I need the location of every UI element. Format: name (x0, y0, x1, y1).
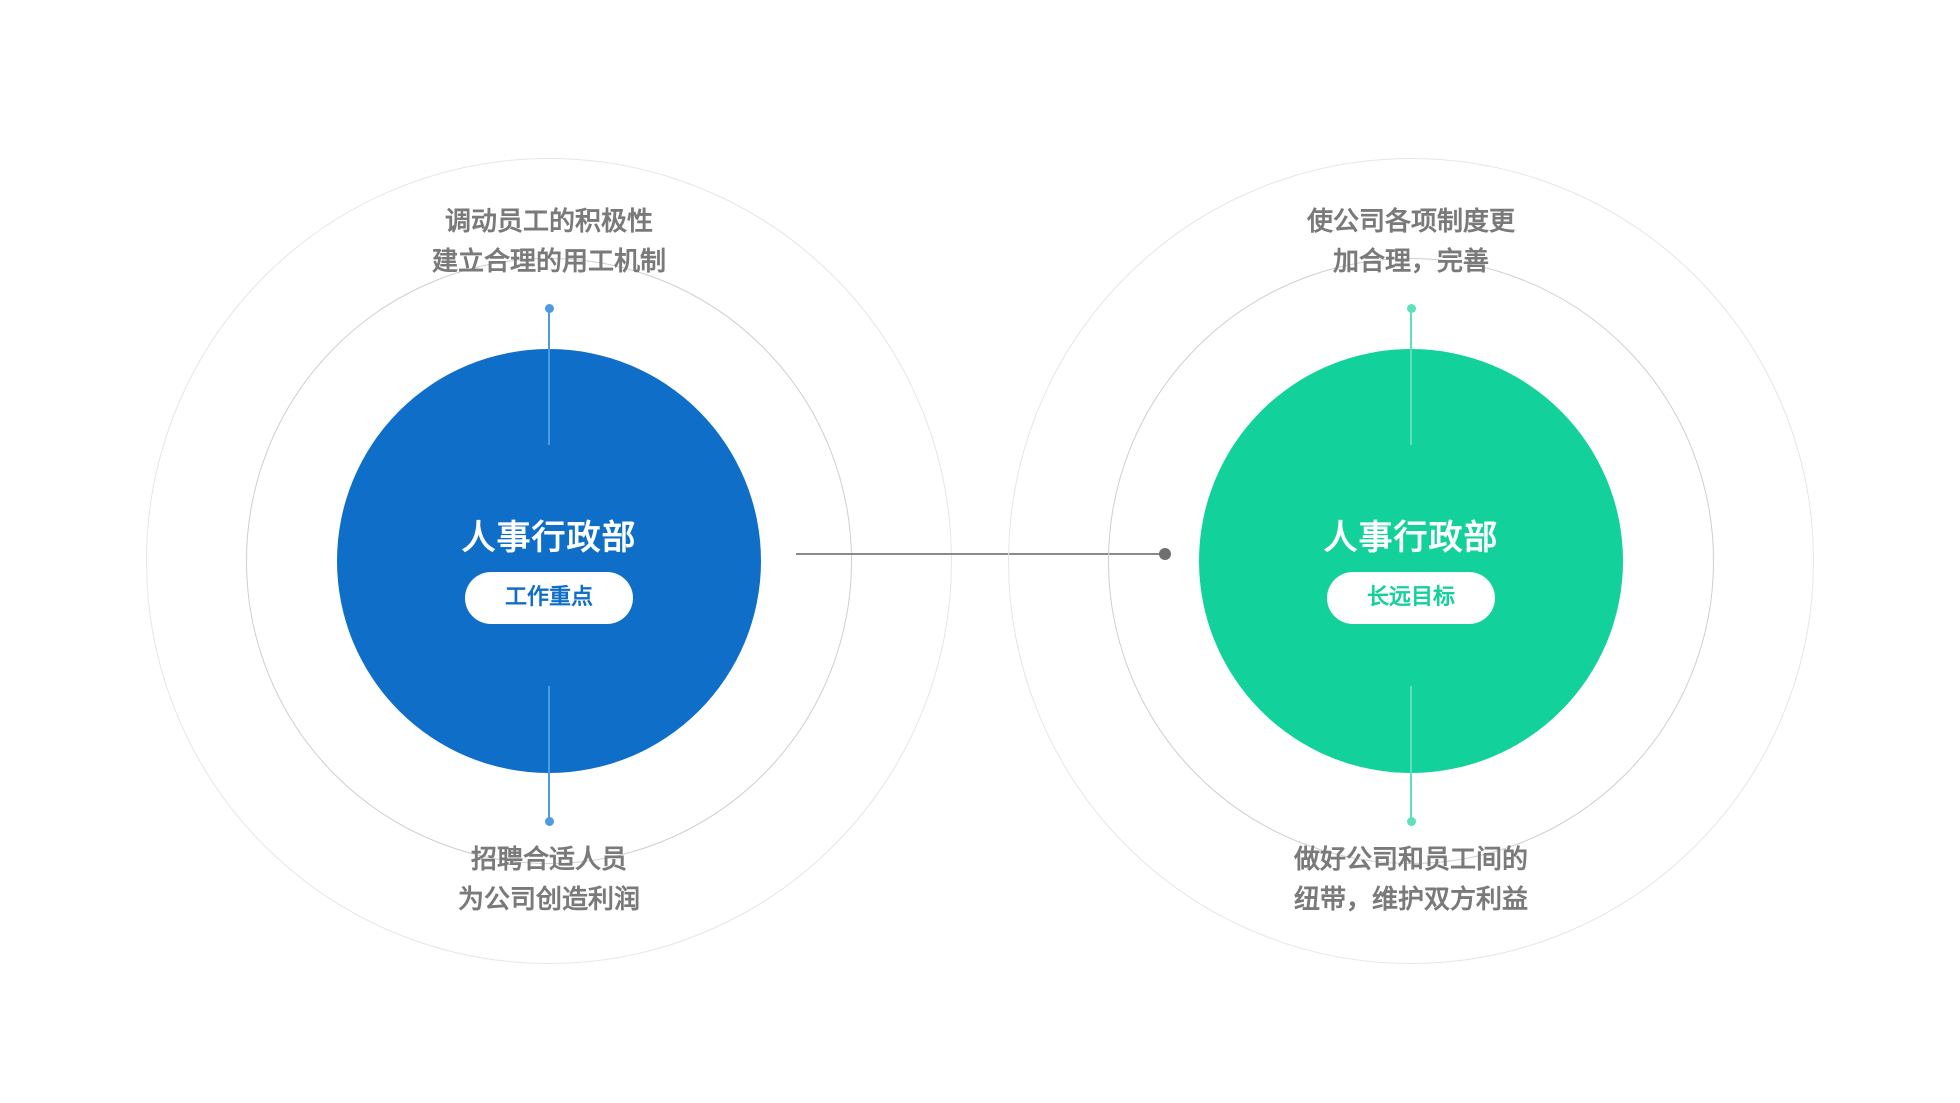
right-inner-ring (1108, 258, 1714, 864)
right-badge: 长远目标 (1327, 572, 1495, 624)
left-bottom-note: 招聘合适人员 为公司创造利润 (369, 840, 729, 920)
left-top-note: 调动员工的积极性 建立合理的用工机制 (369, 202, 729, 282)
right-bottom-connector-line (1410, 686, 1412, 821)
right-bottom-note: 做好公司和员工间的 纽带，维护双方利益 (1231, 840, 1591, 920)
right-top-connector-line (1410, 308, 1412, 445)
left-badge: 工作重点 (465, 572, 633, 624)
left-bottom-connector-line (548, 686, 550, 821)
left-bottom-connector-dot (545, 817, 554, 826)
right-bottom-note-line-1: 做好公司和员工间的 (1293, 845, 1528, 875)
right-outer-ring (1008, 158, 1814, 964)
right-bottom-connector-dot (1407, 817, 1416, 826)
left-top-connector-dot (545, 304, 554, 313)
right-bottom-note-line-2: 纽带，维护双方利益 (1293, 885, 1528, 915)
left-bottom-note-line-2: 为公司创造利润 (457, 885, 640, 915)
left-top-note-line-2: 建立合理的用工机制 (431, 247, 666, 277)
right-top-note-line-2: 加合理，完善 (1332, 247, 1489, 277)
right-top-note-line-1: 使公司各项制度更 (1306, 207, 1515, 237)
right-top-connector-dot (1407, 304, 1416, 313)
right-core-title: 人事行政部 (1323, 518, 1499, 558)
left-inner-ring (246, 258, 852, 864)
left-top-connector-line (548, 308, 550, 445)
left-bottom-note-line-1: 招聘合适人员 (470, 845, 627, 875)
right-top-note: 使公司各项制度更 加合理，完善 (1231, 202, 1591, 282)
center-connector-line (796, 553, 1166, 555)
left-outer-ring (146, 158, 952, 964)
left-top-note-line-1: 调动员工的积极性 (444, 207, 653, 237)
left-core-title: 人事行政部 (461, 518, 637, 558)
